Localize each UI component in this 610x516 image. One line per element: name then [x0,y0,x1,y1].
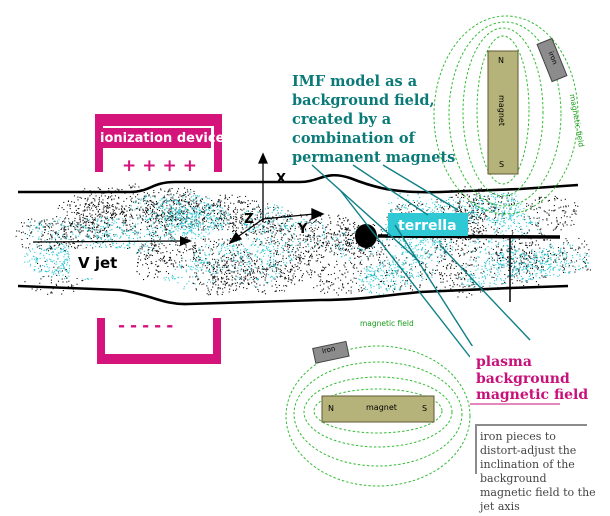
terrella-rod [377,234,561,239]
bottom-magnet-n-pole: N [328,404,334,413]
negative-charges: ----- [118,316,179,336]
bottom-magnet-s-pole: S [422,404,428,413]
axis-x-label: X [276,172,287,187]
iron-note-border-top [475,424,587,426]
ionization-top-plate [95,114,222,172]
top-magnet-n-pole: N [498,56,504,65]
top-field-lines [433,15,579,215]
plasma-cloud-black [15,183,591,298]
jet-tube-bottom-boundary [17,284,569,306]
top-iron-piece [536,37,568,83]
iron-pieces-note: iron pieces to distort-adjust the inclin… [480,430,596,513]
positive-charges: ++++ [122,156,203,176]
bottom-magnet-label: magnet [366,403,397,412]
imf-label: IMF model as a background field, created… [292,73,456,166]
ionization-label-bg [96,128,211,148]
axis-z-label: Z [244,212,254,227]
coordinate-axes [228,152,325,245]
pointer-lines [311,164,531,358]
bottom-field-lines [285,345,471,487]
plasma-field-label: plasma background magnetic field [476,354,589,403]
terrella-label-bg [388,213,468,236]
ionization-device-label: ionization device [100,131,225,146]
v-jet-label: V jet [78,254,118,272]
terrella-label: terrella [398,218,457,234]
terrella-ball [355,224,377,248]
ionization-bottom-plate [97,318,221,364]
jet-velocity-arrowhead [180,236,192,246]
top-magnet-s-pole: S [499,160,505,169]
bottom-magnet [321,395,435,423]
top-magnet-label: magnet [496,95,506,126]
bottom-field-label: magnetic field [360,319,414,328]
iron-note-border [475,424,477,474]
jet-tube-top-boundary [18,173,579,194]
axis-y-label: Y [298,222,308,237]
top-magnet [487,50,519,175]
bottom-iron-piece [312,340,350,364]
jet-velocity-arrow [32,240,183,243]
v-jet-label-bg [70,249,136,278]
plasma-label-box [470,346,606,404]
